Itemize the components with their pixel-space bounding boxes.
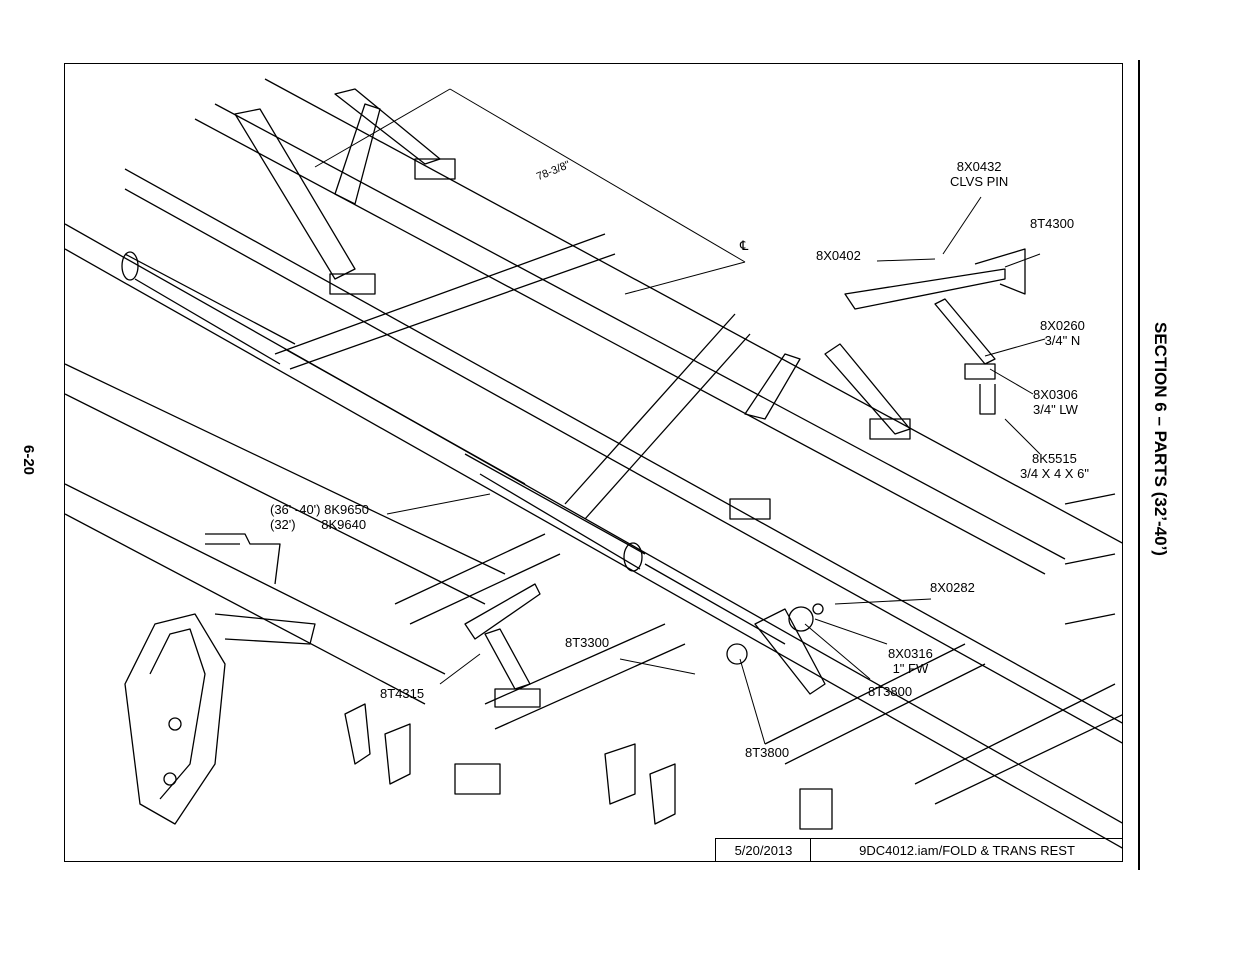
hinge-assembly [124, 533, 316, 825]
callout-part-number: 8X0306 [1033, 387, 1078, 402]
frame-rails [65, 78, 1122, 849]
centerline-symbol: ℄ [740, 238, 749, 253]
section-title: SECTION 6 – PARTS (32’-40’) [1151, 322, 1170, 556]
page-number: 6-20 [20, 445, 37, 476]
callout-8T4315: 8T4315 [380, 686, 425, 701]
callout-8X0306: 8X0306 3/4" LW [1033, 387, 1078, 417]
callout-description: 3/4 X 4 X 6" [1020, 466, 1089, 481]
callout-8X0402: 8X0402 [816, 248, 861, 263]
callout-note: (36' -40') [270, 502, 321, 517]
callout-8X0316: 8X0316 1" FW [888, 646, 933, 676]
callout-8X0432: 8X0432 CLVS PIN [950, 159, 1008, 189]
callout-8T3800-upper: 8T3800 [868, 684, 913, 699]
transport-rests [234, 88, 1006, 708]
cross-members [274, 233, 1122, 805]
callout-part-number: 8X0260 [1040, 318, 1085, 333]
callout-part-number: 8K9650 [324, 502, 369, 517]
margin-rule [1138, 60, 1140, 870]
callout-8K5515: 8K5515 3/4 X 4 X 6" [1020, 451, 1089, 481]
shank-mounts [344, 493, 1116, 830]
cylinders [121, 251, 786, 645]
callout-8T3300: 8T3300 [565, 635, 610, 650]
callout-part-number: 8X0432 [956, 159, 1002, 174]
transport-rest-detail [726, 248, 1026, 695]
title-block-date: 5/20/2013 [715, 838, 811, 862]
callout-8X0260: 8X0260 3/4" N [1040, 318, 1085, 348]
callout-part-number: 8K9640 [321, 517, 367, 532]
callout-description: CLVS PIN [950, 174, 1009, 189]
callout-8X0282: 8X0282 [930, 580, 975, 595]
callout-description: 3/4" N [1044, 333, 1081, 348]
leader-lines [314, 88, 1046, 745]
callout-8K9650-8K9640: (36' -40') 8K9650 (32') 8K9640 [270, 502, 369, 532]
callout-note: (32') [270, 517, 296, 532]
callout-part-number: 8X0316 [888, 646, 933, 661]
title-block-file: 9DC4012.iam/FOLD & TRANS REST [810, 838, 1123, 862]
parts-diagram-drawing [65, 78, 1122, 849]
callout-8T3800-lower: 8T3800 [745, 745, 790, 760]
callout-8T4300: 8T4300 [1030, 216, 1075, 231]
callout-part-number: 8K5515 [1032, 451, 1077, 466]
callout-description: 1" FW [892, 661, 929, 676]
callout-description: 3/4" LW [1033, 402, 1078, 417]
drawing-frame [64, 63, 1123, 862]
